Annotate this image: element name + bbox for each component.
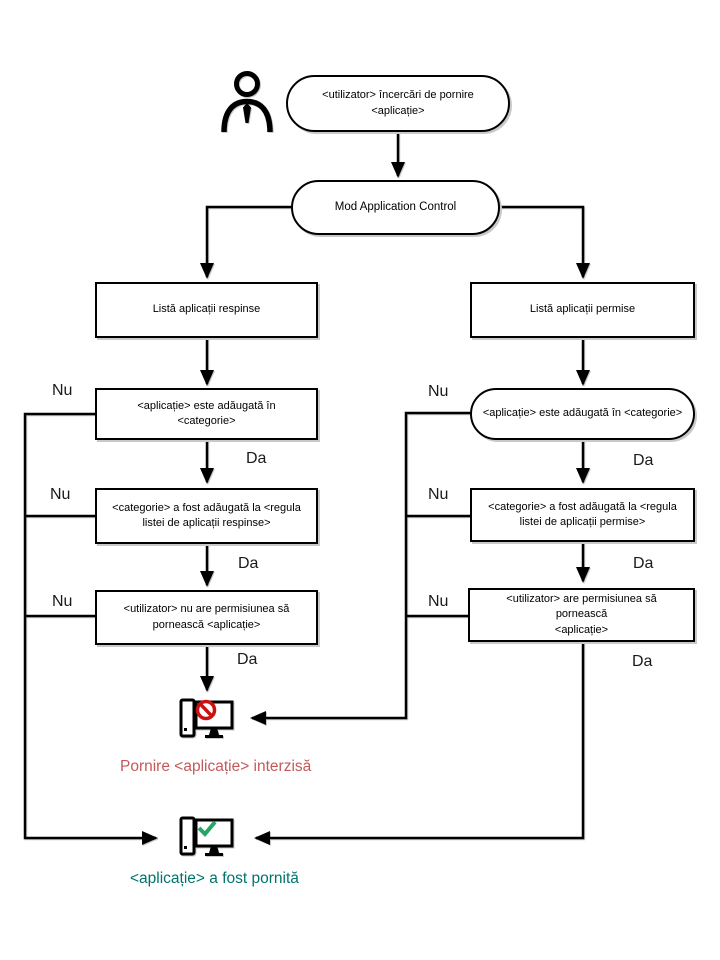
node-allowed-rule-check: <categorie> a fost adăugată la <regula l… — [470, 488, 695, 542]
user-head — [234, 71, 260, 97]
no-label: Nu — [428, 593, 449, 610]
pc-tower-led — [184, 728, 187, 731]
node-mode-text: Mod Application Control — [334, 201, 457, 214]
node-allowed-list-text: Listă aplicații permise — [529, 303, 636, 316]
node-allowed-permission: <utilizator> are permisiunea să porneasc… — [468, 588, 695, 642]
yes-label: Da — [633, 555, 654, 572]
yes-label: Da — [246, 450, 267, 467]
node-allowed-rule-text: <categorie> a fost adăugată la <regula l… — [488, 500, 677, 528]
wire-allowed-nu-to-blocked — [250, 411, 470, 725]
node-allowed-permission-text: <utilizator> are permisiunea să porneasc… — [506, 592, 657, 636]
node-denied-permission-text: <utilizator> nu are permisiunea să porne… — [123, 603, 290, 631]
started-caption: <aplicație> a fost pornită — [130, 870, 299, 887]
check-mark-icon — [197, 820, 217, 837]
yes-label: Da — [238, 555, 259, 572]
no-label: Nu — [52, 593, 73, 610]
node-denied-rule-check: <categorie> a fost adăugată la <regula l… — [95, 488, 318, 544]
pc-tower-led — [184, 846, 187, 849]
yes-label: Da — [237, 651, 258, 668]
pc-stand — [209, 728, 219, 735]
node-denied-list: Listă aplicații respinse — [95, 282, 318, 338]
denied-caption: Pornire <aplicație> interzisă — [120, 758, 312, 775]
wire-denied-nu-to-started — [23, 412, 158, 845]
node-denied-category-check: <aplicație> este adăugată în <categorie> — [95, 388, 318, 440]
wire-mode-to-allowed-list — [500, 205, 590, 279]
user-shoulders — [221, 98, 273, 133]
computer-check-icon — [178, 812, 236, 865]
node-allowed-category-check: <aplicație> este adăugată în <categorie> — [470, 388, 695, 440]
no-label: Nu — [52, 382, 73, 399]
no-label: Nu — [428, 486, 449, 503]
no-label: Nu — [428, 383, 449, 400]
wire-mode-to-denied-list — [200, 205, 291, 279]
wire-allowed-permission-to-started — [254, 642, 585, 845]
node-allowed-list: Listă aplicații permise — [470, 282, 695, 338]
user-tie — [243, 103, 251, 123]
node-denied-list-text: Listă aplicații respinse — [152, 303, 261, 316]
pc-stand — [209, 846, 219, 853]
node-start: <utilizator> încercări de pornire <aplic… — [286, 75, 510, 132]
yes-label: Da — [633, 452, 654, 469]
pc-tower — [179, 816, 196, 856]
node-allowed-category-text: <aplicație> este adăugată în <categorie> — [482, 407, 683, 420]
prohibition-slash — [199, 702, 213, 718]
pc-tower — [179, 698, 196, 738]
node-application-control-mode: Mod Application Control — [291, 180, 500, 235]
node-denied-permission: <utilizator> nu are permisiunea să porne… — [95, 590, 318, 645]
node-start-text: <utilizator> încercări de pornire <aplic… — [322, 89, 474, 117]
computer-blocked-icon — [178, 694, 236, 747]
node-denied-category-text: <aplicație> este adăugată în <categorie> — [137, 399, 276, 427]
yes-label: Da — [632, 653, 653, 670]
node-denied-rule-text: <categorie> a fost adăugată la <regula l… — [112, 501, 301, 529]
no-label: Nu — [50, 486, 71, 503]
user-icon — [220, 70, 274, 139]
